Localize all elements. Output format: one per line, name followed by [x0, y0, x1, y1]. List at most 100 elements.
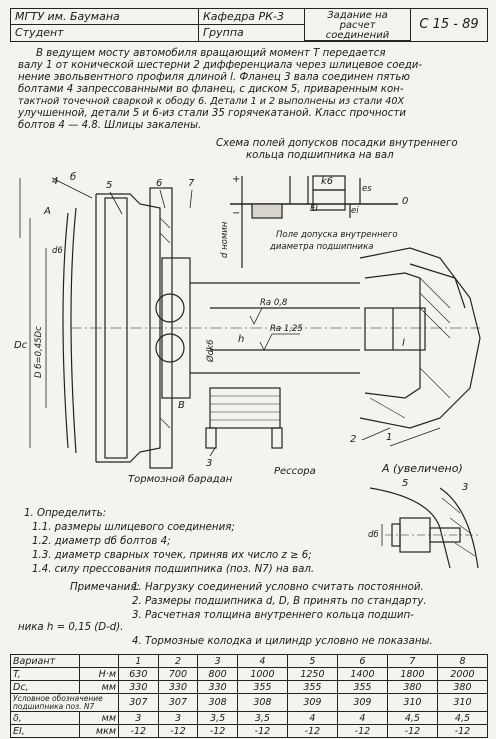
table-cell: -12: [386, 724, 438, 738]
ei-label: ei: [351, 206, 359, 216]
header-col: 6: [336, 654, 388, 668]
label-3: 3: [206, 458, 213, 469]
intro-line-6: улучшенной, детали 5 и 6-из стали 35 гор…: [18, 108, 406, 119]
table-cell: 308: [197, 693, 238, 712]
d-nom-label: d номин: [220, 221, 230, 258]
label-2: 2: [350, 434, 357, 445]
table-row: T, Н·м 630 700 800 1000 1250 1400 1800 2…: [10, 667, 489, 681]
row-label: Dc,: [10, 680, 80, 694]
table-cell: 309: [336, 693, 388, 712]
zero-label: 0: [402, 196, 409, 207]
row-label: Условное обозначение подшипника поз. N7: [10, 693, 119, 712]
table-cell: 800: [197, 667, 238, 681]
label-d6: d6: [52, 246, 63, 256]
table-cell: 1250: [286, 667, 338, 681]
table-cell: 3,5: [197, 711, 238, 725]
table-cell: 330: [197, 680, 238, 694]
minus-label: −: [232, 208, 241, 219]
group-cell: Группа: [199, 25, 305, 41]
table-cell: 4,5: [436, 711, 489, 725]
determine-item-1: 1.1. размеры шлицевого соединения;: [32, 522, 235, 533]
table-cell: 4: [336, 711, 388, 725]
es-label: es: [362, 184, 372, 194]
row-unit: мкм: [79, 724, 119, 738]
label-A: A: [44, 206, 51, 217]
table-cell: 380: [436, 680, 489, 694]
table-cell: 309: [286, 693, 338, 712]
assembly-drawing: [19, 175, 481, 569]
determine-item-4: 1.4. силу прессования подшипника (поз. N…: [32, 564, 315, 575]
label-ra08: Rа 0,8: [260, 298, 288, 308]
note-2: 2. Размеры подшипника d, D, B принять по…: [132, 596, 427, 607]
table-row: δ, мм 3 3 3,5 3,5 4 4 4,5 4,5: [10, 711, 489, 725]
row-unit: мм: [79, 680, 119, 694]
department-cell: Кафедра РК-3: [199, 9, 305, 25]
task-sheet: МГТУ им. Баумана Кафедра РК-3 Задание на…: [10, 8, 489, 738]
table-row: Dc, мм 330 330 330 355 355 355 380 380: [10, 680, 489, 694]
determine-item-2: 1.2. диаметр dб болтов 4;: [32, 536, 171, 547]
label-delta: б: [70, 172, 77, 183]
table-cell: 4,5: [386, 711, 438, 725]
plus-label: +: [232, 174, 241, 185]
determine-item-3: 1.3. диаметр сварных точек, приняв их чи…: [32, 550, 312, 561]
header-col: 2: [157, 654, 199, 668]
label-5: 5: [106, 180, 113, 191]
row-label: EI,: [10, 724, 80, 738]
view-label-5: 5: [402, 478, 409, 489]
table-row: EI, мкм -12 -12 -12 -12 -12 -12 -12 -12: [10, 724, 489, 738]
row-label: T,: [10, 667, 80, 681]
view-a-label: А (увеличено): [382, 462, 463, 475]
label-Dc: Dc: [14, 340, 28, 351]
intro-line-3: нение эвольвентного профиля длиной l. Фл…: [18, 72, 410, 83]
table-cell: 330: [118, 680, 159, 694]
header-grid: МГТУ им. Баумана Кафедра РК-3 Задание на…: [10, 8, 488, 42]
table-cell: -12: [236, 724, 288, 738]
label-dk6: Ødk6: [206, 339, 216, 362]
header-col: 8: [436, 654, 489, 668]
intro-line-2: валу 1 от конической шестерни 2 дифферен…: [18, 60, 423, 71]
table-cell: -12: [286, 724, 338, 738]
scheme-title-2: кольца подшипника на вал: [246, 150, 394, 161]
table-cell: 307: [157, 693, 199, 712]
note-1: 1. Нагрузку соединений условно считать п…: [132, 582, 424, 593]
table-cell: 1000: [236, 667, 288, 681]
determine-heading: 1. Определить:: [24, 508, 107, 519]
row-unit: мм: [79, 711, 119, 725]
label-Db: D б=0,45Dc: [34, 326, 44, 378]
intro-line-4: болтами 4 запрессованными во фланец, с д…: [18, 84, 404, 95]
header-label: Вариант: [10, 654, 80, 668]
intro-line-5: тактной точечной сваркой к ободу 6. Дета…: [18, 96, 405, 107]
table-cell: 1800: [386, 667, 438, 681]
header-unit: [79, 654, 119, 668]
table-cell: -12: [436, 724, 489, 738]
table-cell: -12: [157, 724, 199, 738]
fit-label: k6: [321, 176, 334, 187]
student-cell: Студент: [11, 25, 199, 41]
header-col: 7: [386, 654, 438, 668]
label-ra125: Rа 1,25: [270, 324, 303, 334]
header-col: 1: [118, 654, 159, 668]
table-cell: 310: [436, 693, 489, 712]
table-cell: 3,5: [236, 711, 288, 725]
view-label-3: 3: [462, 482, 469, 493]
table-cell: 355: [336, 680, 388, 694]
label-l: l: [402, 338, 405, 349]
table-cell: 2000: [436, 667, 489, 681]
table-cell: -12: [336, 724, 388, 738]
label-B: B: [178, 400, 185, 411]
table-cell: 4: [286, 711, 338, 725]
table-cell: -12: [197, 724, 238, 738]
header-col: 5: [286, 654, 338, 668]
view-label-db: dб: [368, 530, 379, 540]
header-col: 3: [197, 654, 238, 668]
table-cell: 3: [118, 711, 159, 725]
university-cell: МГТУ им. Баумана: [11, 9, 199, 25]
table-cell: 307: [118, 693, 159, 712]
note-4: 4. Тормозные колодка и цилиндр условно н…: [132, 636, 433, 647]
table-cell: 355: [286, 680, 338, 694]
scheme-title-1: Схема полей допусков посадки внутреннего: [216, 138, 458, 149]
table-cell: 700: [157, 667, 199, 681]
table-cell: 308: [236, 693, 288, 712]
field-label-1: Поле допуска внутреннего: [276, 230, 398, 240]
table-cell: 380: [386, 680, 438, 694]
